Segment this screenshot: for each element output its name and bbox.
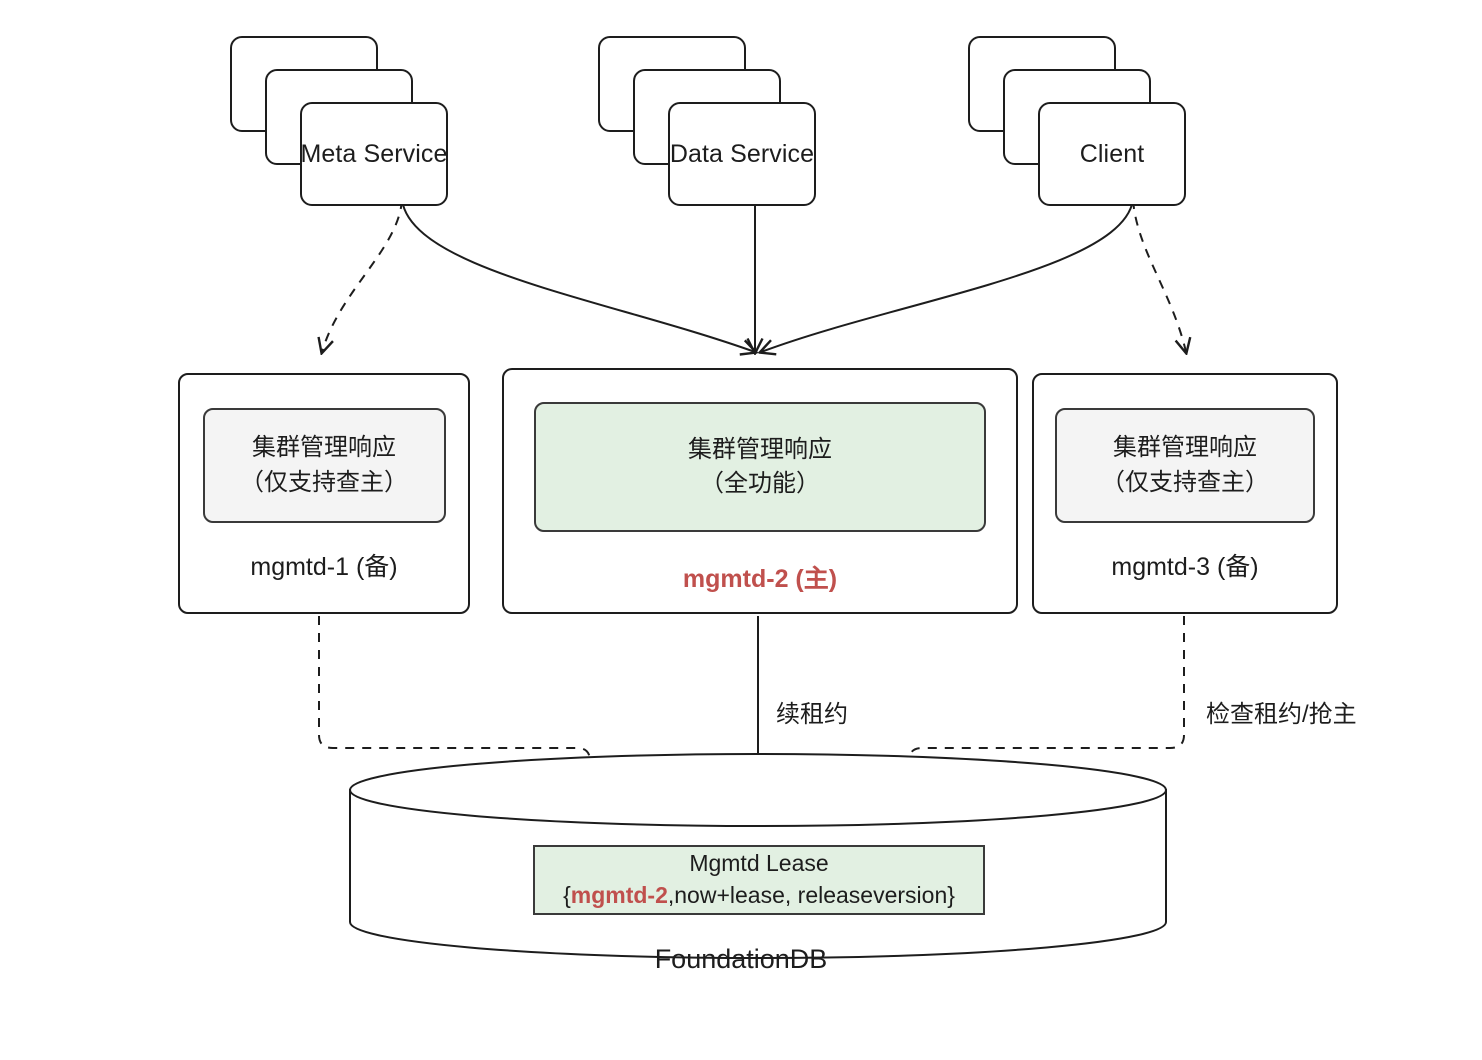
stack-sheet-front[interactable]: Data Service (668, 102, 816, 206)
service-label: Client (1079, 139, 1145, 168)
lease-holder: mgmtd-2 (570, 882, 668, 908)
edge-mgmtd1-to-lease (318, 616, 590, 832)
lease-title: Mgmtd Lease (689, 850, 829, 877)
edge-mgmtd3-to-lease (909, 616, 1185, 832)
edge-client-to-mgmtd2 (761, 199, 1134, 352)
edge-meta-to-mgmtd2 (401, 199, 755, 352)
capability-box: 集群管理响应 （全功能） (534, 402, 986, 532)
mgmtd-node-2[interactable]: 集群管理响应 （全功能） mgmtd-2 (主) (502, 368, 1018, 614)
service-stack-meta-service[interactable]: Meta Service (230, 36, 448, 206)
mgmtd-node-1[interactable]: 集群管理响应 （仅支持查主） mgmtd-1 (备) (178, 373, 470, 614)
capability-line-1: 集群管理响应 (1113, 434, 1257, 462)
mgmtd-node-label: mgmtd-2 (主) (682, 565, 838, 593)
database-caption: FoundationDB (0, 944, 1482, 975)
service-stack-client[interactable]: Client (968, 36, 1186, 206)
lease-value-prefix: { (563, 882, 571, 908)
capability-line-2: （仅支持查主） (1101, 468, 1269, 496)
edge-label-renew-lease: 续租约 (776, 701, 848, 728)
capability-line-1: 集群管理响应 (688, 435, 832, 463)
capability-line-2: （全功能） (700, 470, 820, 497)
mgmtd-node-label: mgmtd-1 (备) (250, 553, 398, 581)
edge-label-check-lease: 检查租约/抢主 (1206, 701, 1357, 728)
mgmtd-node-3[interactable]: 集群管理响应 （仅支持查主） mgmtd-3 (备) (1032, 373, 1338, 614)
service-label: Meta Service (300, 139, 448, 168)
lease-value-suffix: ,now+lease, releaseversion} (667, 882, 955, 908)
capability-box: 集群管理响应 （仅支持查主） (1055, 408, 1315, 523)
service-label: Data Service (669, 139, 815, 168)
lease-value: {mgmtd-2,now+lease, releaseversion} (563, 880, 955, 912)
capability-line-2: （仅支持查主） (240, 468, 408, 496)
database-caption-text: FoundationDB (654, 944, 828, 974)
stack-sheet-front[interactable]: Client (1038, 102, 1186, 206)
mgmtd-lease-record[interactable]: Mgmtd Lease {mgmtd-2,now+lease, releasev… (533, 845, 985, 915)
service-stack-data-service[interactable]: Data Service (598, 36, 816, 206)
stack-sheet-front[interactable]: Meta Service (300, 102, 448, 206)
capability-box: 集群管理响应 （仅支持查主） (202, 408, 446, 523)
mgmtd-node-label: mgmtd-3 (备) (1111, 553, 1259, 581)
edge-client-to-mgmtd3 (1132, 199, 1186, 352)
edge-meta-to-mgmtd1 (322, 199, 403, 352)
capability-line-1: 集群管理响应 (252, 434, 396, 462)
